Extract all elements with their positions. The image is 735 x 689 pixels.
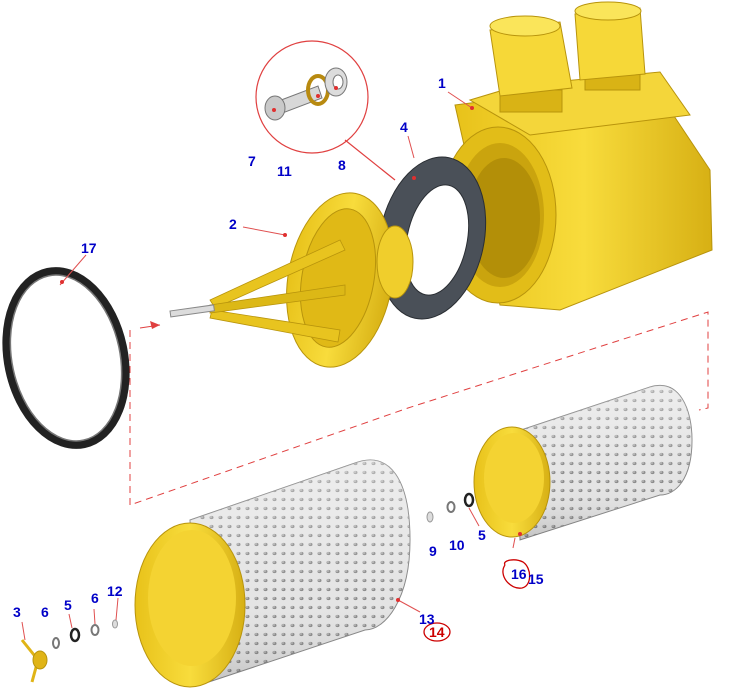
callout-5b: 5: [478, 527, 486, 543]
callout-4: 4: [400, 119, 408, 135]
callout-11: 11: [277, 163, 292, 179]
callout-13: 13: [419, 611, 435, 627]
callout-3: 3: [13, 604, 21, 620]
callout-7: 7: [248, 153, 256, 169]
leader-lines: [21, 91, 516, 641]
callout-6b: 6: [91, 590, 99, 606]
callout-8: 8: [338, 157, 346, 173]
o-ring-part: [2, 267, 130, 449]
assembly-guide-dashed: [129, 311, 709, 506]
callout-12: 12: [107, 583, 123, 599]
cover-spider-part: [169, 192, 414, 368]
housing-part: [439, 1, 713, 311]
callout-9: 9: [429, 543, 437, 559]
callout-15: 15: [528, 571, 544, 587]
callout-6a: 6: [41, 604, 49, 620]
small-hardware: [20, 492, 475, 683]
callout-10: 10: [449, 537, 465, 553]
small-filter-cylinder: [473, 384, 693, 541]
callout-5a: 5: [64, 597, 72, 613]
hardware-detail-inset: [255, 40, 396, 181]
callout-16: 16: [511, 566, 527, 582]
callout-1: 1: [438, 75, 446, 91]
callout-14: 14: [429, 624, 445, 640]
large-filter-cylinder: [134, 459, 411, 688]
callout-17: 17: [81, 240, 97, 256]
callout-labels: 1 2 3 4 5 5 6 6 7 8 9 10 11 12 13 14 15 …: [13, 75, 544, 640]
markup-circles: [423, 559, 531, 642]
leader-dots: [60, 86, 522, 602]
callout-2: 2: [229, 216, 237, 232]
